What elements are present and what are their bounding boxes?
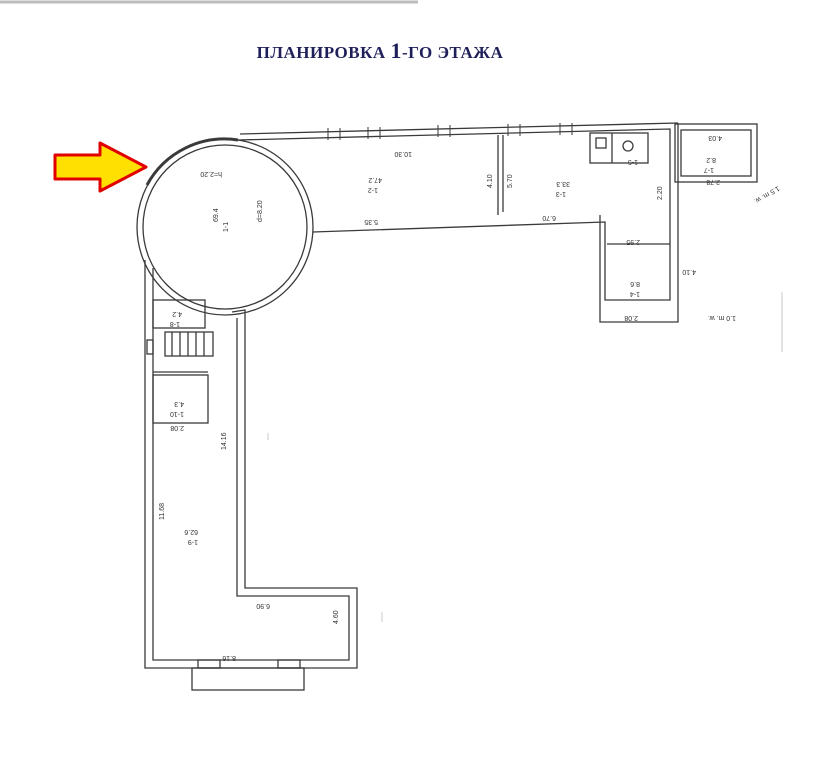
room-label: 5.70 (507, 174, 514, 188)
room-label: 11.68 (159, 503, 166, 520)
room-label: 1-2 (368, 186, 378, 193)
room-label: 2.08 (170, 424, 184, 431)
room-label: d=8.20 (257, 200, 264, 222)
room-label: 1-8 (170, 320, 180, 327)
room-label: 8.2 (706, 156, 716, 163)
top-wing-inner (237, 128, 671, 301)
room-label: 1-7 (704, 166, 714, 173)
room-label: 4.03 (708, 134, 722, 141)
room-label: 2.20 (657, 186, 664, 200)
windows (327, 123, 573, 140)
room-label: 1-10 (170, 410, 184, 417)
room-label: 2.08 (624, 314, 638, 321)
room-label: 4.60 (333, 610, 340, 624)
room-label: h=2.20 (200, 170, 222, 177)
room-label: 5.35 (364, 218, 378, 225)
sink-fixture (595, 137, 607, 149)
room-label: 8.16 (222, 654, 236, 661)
title-prefix: ПЛАНИРОВКА (256, 43, 391, 62)
walls (136, 122, 758, 691)
left-room-2 (152, 374, 209, 424)
porch-door (197, 659, 221, 669)
porch (191, 667, 305, 691)
room-label: 1-5 (628, 158, 638, 165)
plan-title: ПЛАНИРОВКА 1-ГО ЭТАЖА (0, 38, 760, 64)
left-room-1 (152, 299, 206, 329)
room-label: 47.2 (368, 176, 382, 183)
room-label: 6.70 (542, 214, 556, 221)
wc-fixture (622, 140, 634, 152)
room-label: 4.10 (682, 268, 696, 275)
wc-box (589, 132, 649, 164)
room-label: 1.5 m. w. (753, 184, 781, 204)
annex-room (674, 123, 758, 183)
room-label: 14.16 (221, 432, 228, 450)
room-label: 1.0 m. w. (708, 314, 736, 321)
room-label: 4.2 (172, 310, 182, 317)
room-label: 1-4 (630, 290, 640, 297)
annex-inner (680, 129, 752, 177)
room-label: 4.10 (487, 174, 494, 188)
room-label: 1-1 (223, 222, 230, 232)
room-label: 6.90 (256, 602, 270, 609)
title-suffix: -ГО ЭТАЖА (401, 43, 504, 62)
room-label: 2.78 (706, 178, 720, 185)
store-outer (599, 215, 679, 323)
rotunda-glass (145, 137, 239, 186)
room-label: 62.6 (184, 528, 198, 535)
room-label: 33.3 (556, 180, 570, 187)
room-label: 69.4 (213, 208, 220, 222)
stair (164, 331, 214, 357)
scan-marks (267, 292, 783, 622)
room-label: 8.6 (630, 280, 640, 287)
title-floor-number: 1 (390, 38, 402, 63)
left-wing-outer (144, 260, 358, 669)
room-label: 4.3 (174, 400, 184, 407)
pointer-arrow (53, 141, 148, 193)
entry-door (146, 339, 154, 355)
room-label: 2.95 (626, 238, 640, 245)
rotunda-inner (142, 144, 308, 310)
room-label: 10.30 (394, 150, 412, 157)
left-wing-inner (152, 268, 350, 661)
room-label: 1-3 (556, 190, 566, 197)
top-wing-outer (239, 122, 679, 135)
room-label: 1-9 (188, 538, 198, 545)
porch-door (277, 659, 301, 669)
